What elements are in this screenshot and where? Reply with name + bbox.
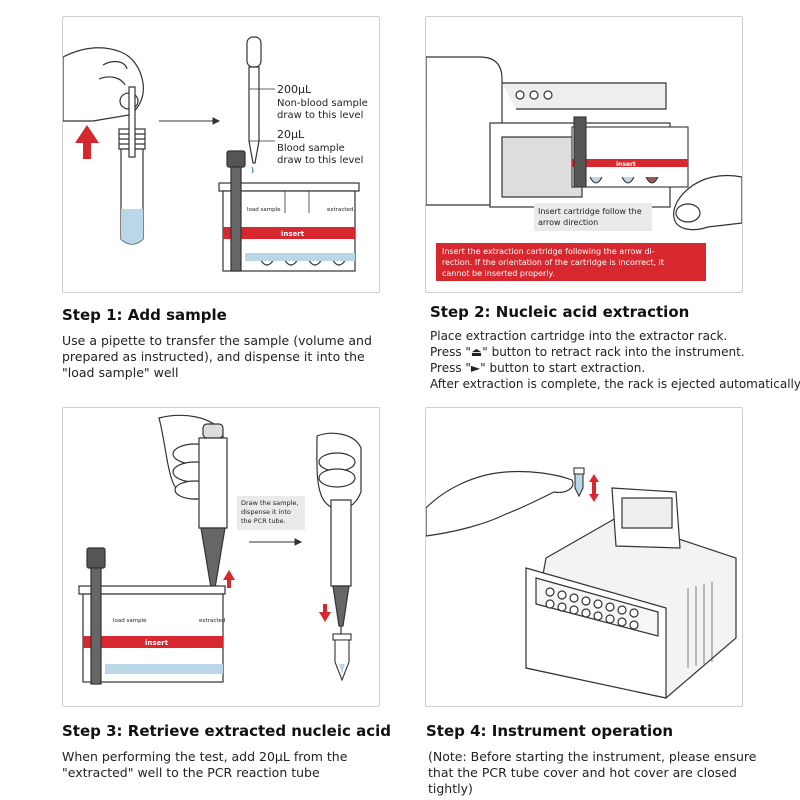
label-20ul: 20μL [277,128,305,141]
insert-label: insert [281,230,305,238]
label-200ul-line1: Non-blood sample [277,98,368,109]
warning-box [436,243,706,281]
hand-icon [673,174,742,231]
step3-illustration: Draw the sample, dispense it into the PC… [62,407,380,707]
label-20ul-line1: Blood sample [277,143,345,154]
callout-line1: Draw the sample, [241,499,298,507]
arrow-down-icon [319,604,331,622]
warning-line1: Insert the extraction cartridge followin… [442,247,655,256]
warning-line2: rection. If the orientation of the cartr… [442,258,664,267]
step2-title: Step 2: Nucleic acid extraction [430,303,690,321]
arrow-right-icon [159,117,221,125]
pcr-tube-icon [332,633,352,682]
pipette-icon [246,36,275,174]
insert-label: insert [145,639,169,647]
insert-label: insert [616,161,636,168]
step4-description: (Note: Before starting the instrument, p… [428,749,780,797]
well-label-extracted: extracted [327,207,353,213]
step2-line-2: Press "⏏" button to retract rack into th… [430,345,745,359]
well-label-extracted: extracted [199,618,225,624]
pipette-icon [198,423,228,644]
extraction-cartridge [218,150,360,272]
well-label-load: load sample [247,207,281,213]
step4-title: Step 4: Instrument operation [426,722,674,740]
step2-line-4: After extraction is complete, the rack i… [430,377,800,391]
step3-description: When performing the test, add 20μL from … [62,749,382,781]
label-200ul-line2: draw to this level [277,110,363,121]
step4-desc-text: (Note: Before starting the instrument, p… [428,749,757,796]
pipette-icon [330,499,352,648]
callout-line2: arrow direction [538,218,598,227]
step3-title: Step 3: Retrieve extracted nucleic acid [62,722,391,740]
step1-description: Use a pipette to transfer the sample (vo… [62,333,378,381]
step3-desc-text: When performing the test, add 20μL from … [62,749,348,780]
step2-description: Place extraction cartridge into the extr… [430,328,800,392]
warning-line3: cannot be inserted properly. [442,269,555,278]
arrow-up-icon [75,125,99,159]
arrow-up-icon [223,570,235,588]
label-200ul: 200μL [277,83,312,96]
well-label-load: load sample [113,618,147,624]
sample-tube [118,86,146,245]
step4-illustration [425,407,743,707]
label-20ul-line2: draw to this level [277,155,363,166]
callout-line1: Insert cartridge follow the [538,207,642,216]
step2-line-1: Place extraction cartridge into the extr… [430,329,728,343]
step2-illustration: Insert cartridge follow the arrow direct… [425,16,743,293]
callout-box [237,496,305,530]
step1-title: Step 1: Add sample [62,306,227,324]
extraction-cartridge [78,547,226,685]
hand-icon [426,470,574,537]
callout-line2: dispense it into [241,508,291,516]
arrow-right-icon [249,538,303,546]
arrow-updown-icon [589,474,599,502]
step1-illustration: 200μL Non-blood sample draw to this leve… [62,16,380,293]
callout-box [534,203,652,231]
extraction-cartridge [571,116,689,188]
pcr-tube-icon [573,467,585,498]
callout-line3: the PCR tube. [241,517,286,525]
hand-icon [316,432,362,510]
step1-desc-text: Use a pipette to transfer the sample (vo… [62,333,372,380]
step2-line-3: Press "►" button to start extraction. [430,361,646,375]
pcr-instrument [525,487,737,699]
